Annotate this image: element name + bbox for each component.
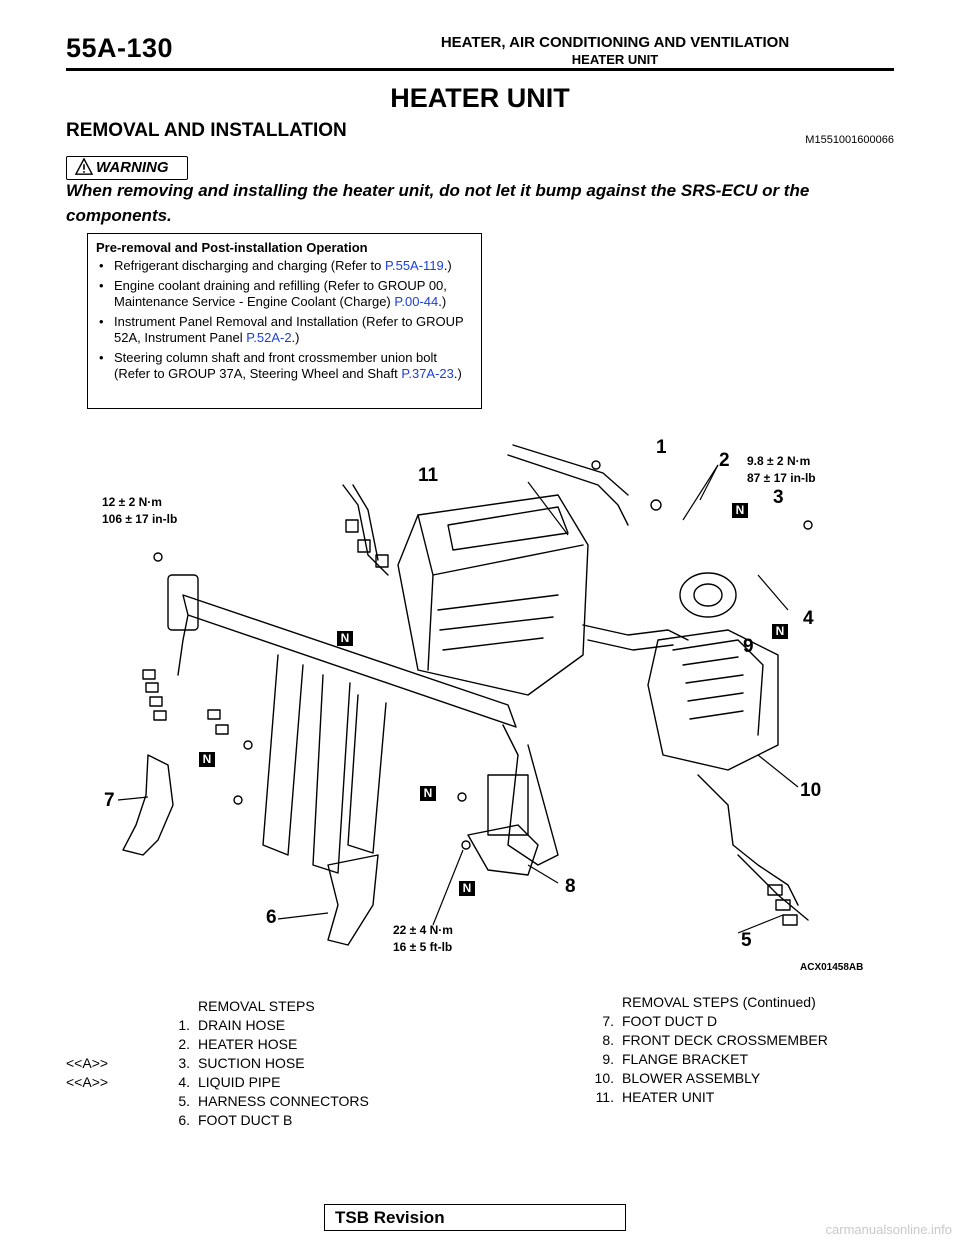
step-number: 9. bbox=[602, 1051, 614, 1067]
callout-1: 1 bbox=[656, 437, 667, 458]
tsb-revision-box: TSB Revision bbox=[324, 1204, 626, 1231]
n-marker: N bbox=[772, 624, 788, 639]
reference-link[interactable]: P.37A-23 bbox=[401, 366, 454, 381]
torque-value: 22 ± 4 N·m bbox=[393, 923, 453, 937]
callout-8: 8 bbox=[565, 876, 576, 897]
header-rule bbox=[66, 68, 894, 71]
pre-operation-item: • Engine coolant draining and refilling … bbox=[96, 278, 473, 310]
step-number: 8. bbox=[602, 1032, 614, 1048]
pre-operation-box: Pre-removal and Post-installation Operat… bbox=[87, 233, 482, 409]
callout-11: 11 bbox=[418, 465, 439, 486]
step-text: FLANGE BRACKET bbox=[622, 1051, 749, 1067]
page-title: HEATER UNIT bbox=[390, 83, 570, 113]
warning-text: When removing and installing the heater … bbox=[66, 181, 810, 225]
bullet-icon: • bbox=[99, 278, 104, 293]
step-number: 2. bbox=[178, 1036, 190, 1052]
torque-label-left: 12 ± 2 N·m 106 ± 17 in-lb bbox=[102, 494, 177, 528]
torque-label-bottom: 22 ± 4 N·m 16 ± 5 ft-lb bbox=[393, 922, 453, 956]
torque-value: 16 ± 5 ft-lb bbox=[393, 940, 453, 954]
step-text: HARNESS CONNECTORS bbox=[198, 1093, 369, 1109]
callout-9: 9 bbox=[743, 636, 754, 657]
removal-steps-continued-title: REMOVAL STEPS (Continued) bbox=[622, 994, 816, 1010]
callout-5: 5 bbox=[741, 930, 752, 951]
step-number: 4. bbox=[178, 1074, 190, 1090]
reference-link[interactable]: P.00-44 bbox=[394, 294, 439, 309]
n-marker: N bbox=[337, 631, 353, 646]
pre-operation-title: Pre-removal and Post-installation Operat… bbox=[96, 240, 368, 255]
pre-operation-text: Steering column shaft and front crossmem… bbox=[114, 350, 438, 381]
torque-value: 9.8 ± 2 N·m bbox=[747, 454, 811, 468]
callout-4: 4 bbox=[803, 608, 814, 629]
bullet-icon: • bbox=[99, 314, 104, 329]
step-text: HEATER UNIT bbox=[622, 1089, 715, 1105]
pre-operation-item: • Refrigerant discharging and charging (… bbox=[96, 258, 473, 274]
bullet-icon: • bbox=[99, 258, 104, 273]
n-marker: N bbox=[459, 881, 475, 896]
step-text: DRAIN HOSE bbox=[198, 1017, 286, 1033]
step-text: FOOT DUCT D bbox=[622, 1013, 718, 1029]
step-text: LIQUID PIPE bbox=[198, 1074, 281, 1090]
step-number: 5. bbox=[178, 1093, 190, 1109]
torque-value: 87 ± 17 in-lb bbox=[747, 471, 816, 485]
section-title: REMOVAL AND INSTALLATION bbox=[66, 120, 347, 141]
chapter-title: HEATER, AIR CONDITIONING AND VENTILATION bbox=[440, 34, 790, 51]
callout-7: 7 bbox=[104, 790, 115, 811]
callout-2: 2 bbox=[719, 450, 730, 471]
removal-steps-title: REMOVAL STEPS bbox=[198, 998, 315, 1014]
step-text: SUCTION HOSE bbox=[198, 1055, 305, 1071]
pre-operation-text: Refrigerant discharging and charging (Re… bbox=[114, 258, 385, 273]
step-text: HEATER HOSE bbox=[198, 1036, 298, 1052]
step-text: FOOT DUCT B bbox=[198, 1112, 293, 1128]
n-marker: N bbox=[199, 752, 215, 767]
step-number: 1. bbox=[178, 1017, 190, 1033]
pre-operation-end: .) bbox=[443, 258, 452, 273]
pre-operation-end: .) bbox=[453, 366, 462, 381]
chapter-subtitle: HEATER UNIT bbox=[571, 52, 659, 67]
bullet-icon: • bbox=[99, 350, 104, 365]
step-number: 11. bbox=[595, 1089, 614, 1105]
callout-6: 6 bbox=[266, 907, 277, 928]
n-marker: N bbox=[420, 786, 436, 801]
torque-label-right: 9.8 ± 2 N·m 87 ± 17 in-lb bbox=[747, 453, 816, 487]
reference-link[interactable]: P.52A-2 bbox=[246, 330, 292, 345]
pre-operation-end: .) bbox=[438, 294, 447, 309]
n-marker: N bbox=[732, 503, 748, 518]
callout-10: 10 bbox=[800, 780, 822, 801]
warning-badge: WARNING bbox=[66, 156, 188, 180]
figure-code: ACX01458AB bbox=[800, 962, 864, 973]
step-number: 7. bbox=[602, 1013, 614, 1029]
pre-operation-text: Engine coolant draining and refilling (R… bbox=[114, 278, 447, 309]
step-text: FRONT DECK CROSSMEMBER bbox=[622, 1032, 828, 1048]
pre-operation-item: • Instrument Panel Removal and Installat… bbox=[96, 314, 473, 346]
torque-value: 12 ± 2 N·m bbox=[102, 495, 162, 509]
pre-operation-end: .) bbox=[291, 330, 300, 345]
torque-value: 106 ± 17 in-lb bbox=[102, 512, 178, 526]
warning-triangle-icon bbox=[75, 158, 93, 175]
step-number: 10. bbox=[594, 1070, 614, 1086]
exploded-diagram bbox=[117, 444, 813, 946]
warning-label: WARNING bbox=[96, 159, 169, 176]
section-code: M1551001600066 bbox=[805, 134, 894, 146]
step-number: 6. bbox=[178, 1112, 190, 1128]
step-number: 3. bbox=[178, 1055, 190, 1071]
step-note: <<A>> bbox=[66, 1055, 109, 1071]
reference-link[interactable]: P.55A-119 bbox=[384, 258, 444, 273]
page-number: 55A-130 bbox=[66, 33, 174, 63]
pre-operation-text: Instrument Panel Removal and Installatio… bbox=[114, 314, 464, 345]
watermark: carmanualsonline.info bbox=[825, 1222, 952, 1237]
callout-3: 3 bbox=[773, 487, 784, 508]
step-text: BLOWER ASSEMBLY bbox=[622, 1070, 761, 1086]
step-note: <<A>> bbox=[66, 1074, 109, 1090]
pre-operation-item: • Steering column shaft and front crossm… bbox=[96, 350, 473, 382]
